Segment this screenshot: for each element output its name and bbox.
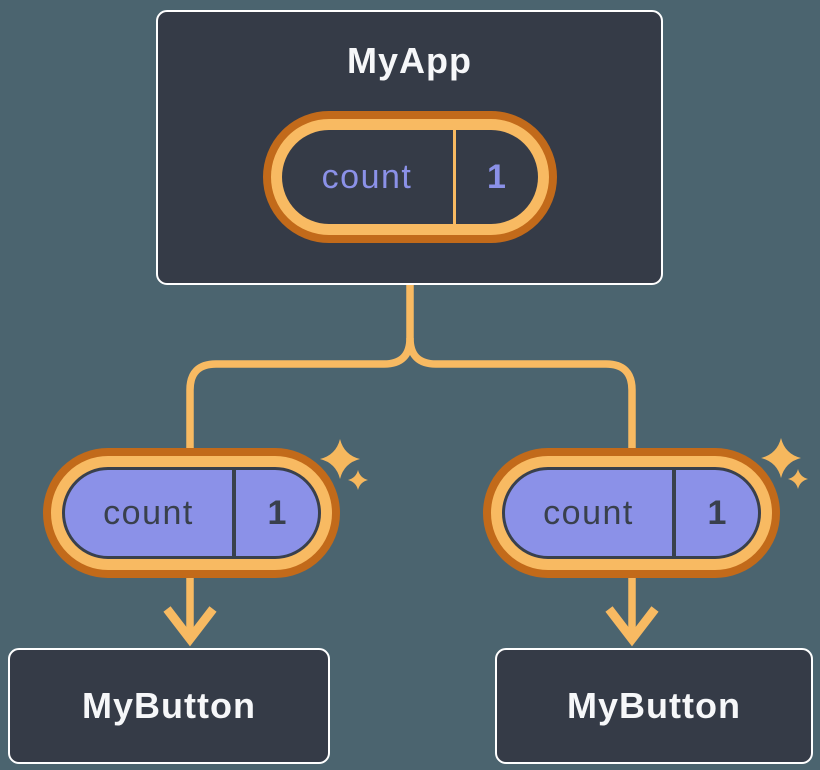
component-title-mybutton-left: MyButton [82,685,256,726]
prop-name: count [103,493,194,532]
component-card-myapp: MyApp count 1 [156,10,663,285]
component-card-mybutton-right: MyButton [495,648,813,764]
arrowheads [163,606,659,647]
pill-divider [452,130,456,224]
state-name: count [321,157,413,196]
component-card-mybutton-left: MyButton [8,648,330,764]
prop-pill-count-right: count 1 [483,448,780,578]
component-title-myapp: MyApp [347,40,472,81]
prop-value: 1 [707,493,727,532]
state-pill-body: count 1 [281,130,538,224]
pill-divider [672,470,676,556]
prop-pill-count-left: count 1 [43,448,340,578]
prop-pill-body: count 1 [502,467,761,559]
arrowhead-right-icon [605,606,659,647]
prop-pill-body: count 1 [62,467,321,559]
state-pill-count: count 1 [262,111,557,243]
component-title-mybutton-right: MyButton [567,685,741,726]
prop-name: count [543,493,634,532]
state-value: 1 [487,157,506,196]
prop-value: 1 [267,493,287,532]
arrowhead-left-icon [163,606,217,647]
